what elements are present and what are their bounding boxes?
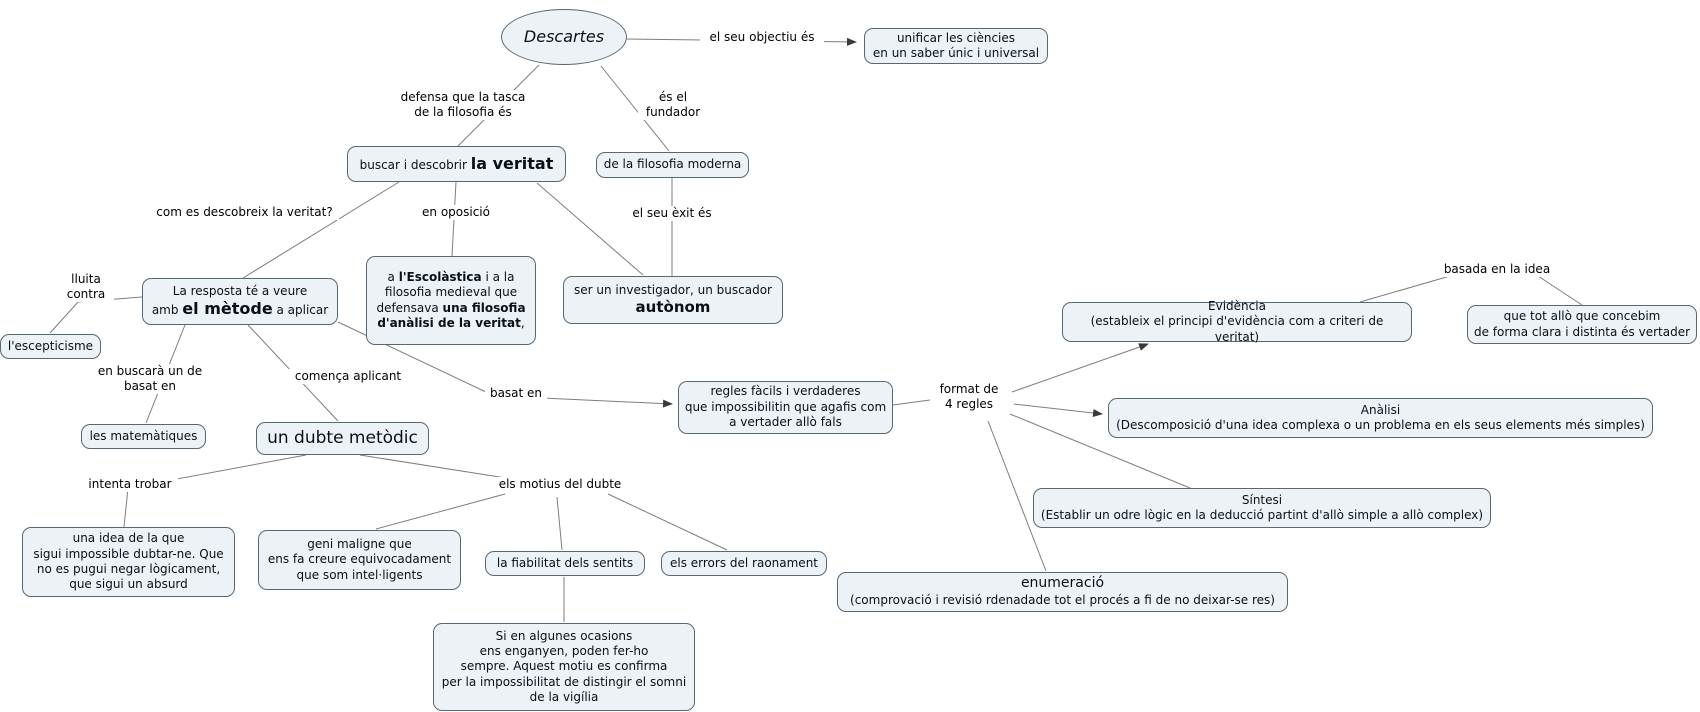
node-enumeracio-title: enumeració (1020, 575, 1105, 592)
node-veritat[interactable]: buscar i descobrir la veritat (347, 146, 566, 182)
edge-label-format[interactable]: format de 4 regles (932, 382, 1006, 412)
node-fiabilitat-sentits[interactable]: la fiabilitat dels sentits (485, 551, 645, 576)
edge-metode-basat (337, 321, 487, 393)
node-evidencia-title: Evidència (1208, 298, 1266, 313)
node-errors-raonament-text: els errors del raonament (669, 555, 819, 570)
edge-label-basat[interactable]: basat en (485, 386, 547, 401)
node-somni-vigilia[interactable]: Si en algunes ocasions ens enganyen, pod… (433, 623, 695, 711)
edge-evidencia-basada (1359, 275, 1451, 303)
node-idea-clara[interactable]: que tot allò que concebim de forma clara… (1467, 305, 1697, 344)
edge-veritat-investigador (536, 182, 644, 276)
node-evidencia[interactable]: Evidència(estableix el principi d'evidèn… (1062, 298, 1412, 344)
node-analisi[interactable]: Anàlisi(Descomposició d'una idea complex… (1108, 398, 1653, 438)
edge-motius-fiabilitat (556, 496, 563, 551)
edge-label-exit[interactable]: el seu èxit és (625, 206, 719, 221)
edge-metode-escepticisme (49, 296, 143, 334)
node-regles-text: regles fàcils i verdaderes que impossibi… (684, 384, 887, 430)
edge-format-analisi (1013, 403, 1103, 417)
node-sintesi[interactable]: Síntesi(Establir un odre lògic en la ded… (1033, 488, 1491, 528)
node-investigador-text: ser un investigador, un buscador (574, 282, 772, 297)
edge-basada-ideaclara (1537, 275, 1583, 306)
node-investigador[interactable]: ser un investigador, un buscador autònom (563, 276, 783, 324)
edge-descartes-moderna (600, 65, 670, 152)
edge-label-comenca[interactable]: comença aplicant (288, 369, 408, 384)
node-investigador-emphasis: autònom (635, 298, 711, 317)
node-filosofia-moderna[interactable]: de la filosofia moderna (596, 152, 749, 178)
node-evidencia-desc: (estableix el principi d'evidència com a… (1090, 314, 1384, 344)
edge-label-lluita[interactable]: lluita contra (58, 272, 114, 302)
node-matematiques[interactable]: les matemàtiques (81, 424, 206, 449)
node-metode-text-2: a aplicar (272, 302, 329, 317)
node-escepticisme-text: l'escepticisme (7, 338, 94, 353)
node-enumeracio[interactable]: enumeració(comprovació i revisió rdenada… (837, 572, 1288, 612)
edge-label-buscara[interactable]: en buscarà un de basat en (90, 364, 210, 394)
node-escolastica-text-3: , (520, 315, 525, 330)
node-geni-maligne[interactable]: geni maligne que ens fa creure equivocad… (258, 530, 461, 590)
edge-label-basada[interactable]: basada en la idea (1440, 262, 1554, 277)
edge-label-descobreix[interactable]: com es descobreix la veritat? (150, 205, 339, 220)
edge-motius-geni (375, 493, 506, 530)
node-errors-raonament[interactable]: els errors del raonament (661, 551, 827, 576)
node-veritat-text: buscar i descobrir (359, 157, 471, 172)
edge-label-objectiu[interactable]: el seu objectiu és (700, 30, 824, 45)
node-idea-clara-text: que tot allò que concebim de forma clara… (1473, 309, 1691, 339)
edge-format-evidencia (1011, 343, 1149, 393)
edge-regles-format (892, 399, 931, 406)
node-escolastica[interactable]: a l'Escolàstica i a la filosofia medieva… (366, 256, 536, 345)
node-escolastica-emphasis-2: una filosofia d'anàlisi de la veritat (377, 300, 526, 330)
node-idea-impossible[interactable]: una idea de la que sigui impossible dubt… (22, 527, 235, 597)
node-metode-emphasis: el mètode (182, 298, 273, 318)
node-unificar-text: unificar les ciències en un saber únic i… (872, 30, 1040, 60)
node-enumeracio-desc: (comprovació i revisió rdenadade tot el … (850, 593, 1275, 608)
node-metode-text-1: La resposta té a veure amb (151, 283, 308, 317)
node-dubte-metodic-text: un dubte metòdic (267, 427, 418, 448)
node-veritat-emphasis: la veritat (470, 153, 554, 173)
node-escepticisme[interactable]: l'escepticisme (0, 334, 101, 359)
node-matematiques-text: les matemàtiques (89, 428, 198, 443)
node-sintesi-desc: (Establir un odre lògic en la deducció p… (1040, 508, 1484, 522)
node-fiabilitat-sentits-text: la fiabilitat dels sentits (496, 555, 634, 570)
node-geni-maligne-text: geni maligne que ens fa creure equivocad… (267, 536, 452, 582)
edge-label-oposicio[interactable]: en oposició (414, 205, 498, 220)
node-escolastica-text-2: i a la filosofia medieval que defensava (376, 269, 518, 315)
node-idea-impossible-text: una idea de la que sigui impossible dubt… (33, 531, 224, 592)
node-dubte-metodic[interactable]: un dubte metòdic (256, 422, 429, 455)
node-analisi-desc: (Descomposició d'una idea complexa o un … (1116, 418, 1645, 432)
node-regles[interactable]: regles fàcils i verdaderes que impossibi… (678, 381, 893, 434)
node-somni-vigilia-text: Si en algunes ocasions ens enganyen, pod… (441, 628, 687, 705)
edge-label-intenta[interactable]: intenta trobar (82, 477, 178, 492)
edge-motius-errors (607, 493, 728, 551)
node-sintesi-title: Síntesi (1241, 492, 1283, 507)
edge-basat-regles (541, 397, 673, 408)
node-metode[interactable]: La resposta té a veure amb el mètode a a… (142, 278, 338, 325)
edge-veritat-metode (242, 181, 400, 279)
node-escolastica-text-1: a (387, 269, 399, 284)
edge-label-fundador[interactable]: és el fundador (638, 90, 708, 120)
node-descartes[interactable]: Descartes (501, 9, 627, 65)
node-escolastica-emphasis-1: l'Escolàstica (398, 269, 482, 284)
node-filosofia-moderna-text: de la filosofia moderna (603, 157, 742, 172)
edge-label-defensa[interactable]: defensa que la tasca de la filosofia és (396, 90, 530, 120)
node-unificar[interactable]: unificar les ciències en un saber únic i… (864, 28, 1048, 64)
node-descartes-text: Descartes (523, 26, 605, 46)
edge-format-enumeracio (987, 420, 1047, 572)
edge-format-sintesi (1009, 413, 1191, 489)
node-analisi-title: Anàlisi (1360, 402, 1401, 417)
edge-label-motius[interactable]: els motius del dubte (495, 477, 625, 492)
